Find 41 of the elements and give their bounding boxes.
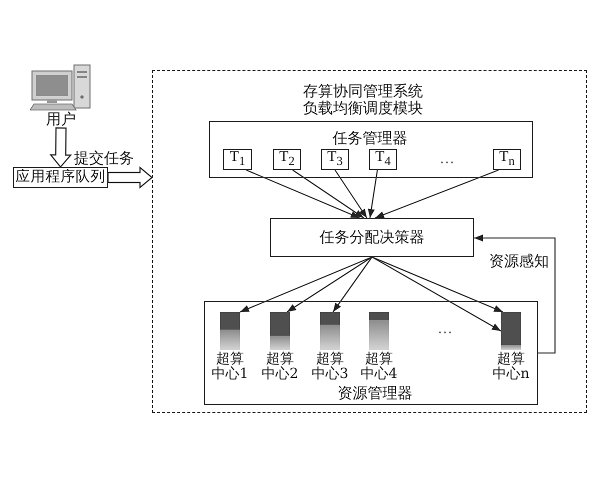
process-box: 任务分配决策器 bbox=[270, 218, 474, 257]
edge-label: 资源感知 bbox=[488, 253, 550, 270]
arrow bbox=[474, 234, 556, 354]
capacity-bar bbox=[369, 312, 389, 350]
task-box: T$_{n}$ bbox=[493, 149, 521, 170]
capacity-bar bbox=[501, 312, 521, 350]
arrow bbox=[240, 256, 372, 312]
box-title: 资源管理器 bbox=[338, 385, 412, 402]
arrow bbox=[374, 169, 499, 219]
arrow bbox=[334, 170, 368, 218]
dashed-frame bbox=[152, 70, 587, 413]
task-box: T$_{3}$ bbox=[321, 149, 349, 170]
manager-box bbox=[204, 301, 538, 405]
queue-box: 应用程序队列 bbox=[13, 167, 108, 188]
arrow bbox=[246, 170, 360, 218]
heading: 存算协同管理系统负载均衡调度模块 bbox=[302, 83, 424, 117]
box-title: 任务管理器 bbox=[332, 130, 408, 147]
edge-label: 提交任务 bbox=[73, 150, 135, 167]
ellipsis: … bbox=[440, 150, 454, 168]
node-label: 用户 bbox=[46, 111, 76, 128]
block-arrow bbox=[107, 166, 153, 189]
node-label: 超算中心4 bbox=[360, 352, 398, 382]
task-box: T$_{2}$ bbox=[273, 149, 301, 170]
manager-box bbox=[209, 121, 533, 178]
arrow bbox=[368, 170, 378, 218]
node-label: 超算中心1 bbox=[210, 352, 250, 382]
node-label: 超算中心2 bbox=[260, 352, 300, 382]
arrow bbox=[372, 256, 502, 332]
arrow bbox=[292, 170, 364, 218]
capacity-bar bbox=[320, 312, 340, 350]
capacity-bar bbox=[270, 312, 290, 350]
task-box: T$_{1}$ bbox=[223, 149, 252, 170]
node-label: 超算中心3 bbox=[310, 352, 350, 382]
task-box: T$_{4}$ bbox=[369, 149, 397, 170]
capacity-bar bbox=[220, 312, 240, 350]
block-arrow bbox=[49, 127, 72, 168]
node-label: 超算中心n bbox=[492, 352, 530, 382]
ellipsis: … bbox=[438, 320, 452, 338]
arrow bbox=[286, 256, 372, 312]
arrow bbox=[372, 256, 504, 312]
arrow bbox=[332, 256, 372, 312]
